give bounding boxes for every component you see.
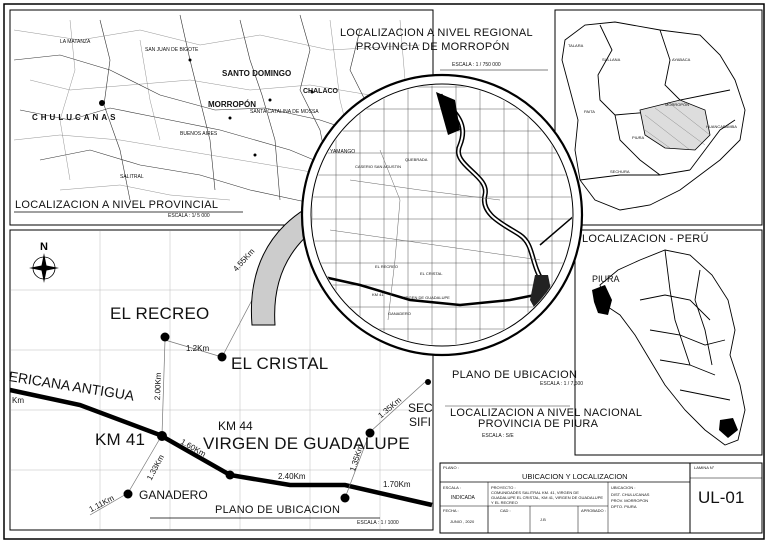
location-plan-panel: N <box>9 174 434 531</box>
regional-title-line1: LOCALIZACION A NIVEL REGIONAL <box>340 27 533 39</box>
distance-label: 2.40Km <box>278 472 306 481</box>
provincial-place-label: SANTA CATALINA DE MOSSA <box>250 109 319 115</box>
provincial-place-label: YAMANGO <box>330 149 356 155</box>
tb-fecha-label: FECHA : <box>443 508 459 513</box>
national-map-panel <box>574 229 763 456</box>
plan-scale: ESCALA : 1 / 1000 <box>357 520 399 526</box>
national-title-line1: LOCALIZACION A NIVEL NACIONAL <box>450 407 643 419</box>
place-sif: SIFI <box>409 415 432 429</box>
tb-aprobado-label: APROBADO : <box>581 508 606 513</box>
tb-proyecto-label: PROYECTO : <box>491 485 516 490</box>
regional-map-panel <box>554 9 763 226</box>
plan-title: PLANO DE UBICACION <box>215 504 341 516</box>
tb-escala-label: ESCALA : <box>443 485 461 490</box>
tb-lamina-label: LAMINA N° <box>694 465 715 470</box>
provincial-place-label: SANTO DOMINGO <box>222 69 292 78</box>
circle-place-label: GANADERO <box>388 311 411 316</box>
place-km-41: KM 41 <box>95 430 146 449</box>
distance-label: 1.2Km <box>186 344 210 353</box>
tb-dist: DIST. CHULUCANAS <box>611 492 650 497</box>
circle-scale: ESCALA : 1 / 7,500 <box>540 381 584 387</box>
title-block <box>439 462 763 534</box>
tb-cad-value: J.B <box>540 517 546 522</box>
tb-lamina-value: UL-01 <box>698 488 745 507</box>
circle-place-label: EL RECREO <box>375 264 398 269</box>
provincial-place-label: MORROPÓN <box>208 100 256 109</box>
tb-dpto: DPTO. PIURA <box>611 504 637 509</box>
circle-place-label: QUEBRADA <box>405 157 428 162</box>
tb-escala-value: INDICADA <box>451 495 475 501</box>
piura-label: PIURA <box>592 274 620 284</box>
peru-title: LOCALIZACION - PERÚ <box>582 233 709 245</box>
place-km-44: KM 44 <box>218 419 253 433</box>
provincial-place-label: BUENOS AIRES <box>180 131 218 137</box>
north-arrow-icon: N <box>29 241 59 283</box>
circle-place-label: EL CRISTAL <box>420 271 443 276</box>
detail-circle <box>300 73 584 357</box>
circle-place-label: KM 41 <box>372 292 384 297</box>
provincial-title: LOCALIZACION A NIVEL PROVINCIAL <box>15 199 219 211</box>
svg-text:N: N <box>40 241 48 253</box>
tb-fecha-value: JUNIO , 2020 <box>450 519 475 524</box>
tb-plano-value: UBICACION Y LOCALIZACION <box>522 472 628 481</box>
province-label: SECHURA <box>610 169 630 174</box>
province-label: PIURA <box>632 135 645 140</box>
provincial-place-label: SAN JUAN DE BIGOTE <box>145 47 199 53</box>
regional-title-line2: PROVINCIA DE MORROPÓN <box>356 41 510 53</box>
tb-plano-label: PLANO : <box>443 465 459 470</box>
provincial-place-label: CHULUCANAS <box>32 113 119 122</box>
province-label: TALARA <box>568 43 584 48</box>
place-virgen-de-guadalupe: VIRGEN DE GUADALUPE <box>203 434 410 453</box>
provincial-scale: ESCALA : 1/ 5 000 <box>168 213 210 219</box>
regional-scale: ESCALA : 1 / 750 000 <box>452 62 501 68</box>
national-scale: ESCALA : S/E <box>482 433 514 439</box>
national-caption <box>442 385 572 453</box>
province-label: HUANCABAMBA <box>706 124 737 129</box>
province-label: PAITA <box>584 109 595 114</box>
place-el-recreo: EL RECREO <box>110 304 210 323</box>
circle-title: PLANO DE UBICACION <box>452 369 578 381</box>
provincial-place-label: CHALACO <box>303 88 338 95</box>
distance-label: Km <box>12 396 24 405</box>
place-ganadero: GANADERO <box>139 488 208 502</box>
national-title-line2: PROVINCIA DE PIURA <box>478 418 599 430</box>
place-sec: SEC <box>408 401 433 415</box>
tb-proyecto-value: COMUNIDADES SALITRAL KM. 41, VIRGEN DE G… <box>491 490 604 505</box>
provincial-place-label: SALITRAL <box>120 174 144 180</box>
province-label: MORROPÓN <box>665 102 689 107</box>
province-label: AYABACA <box>672 57 691 62</box>
distance-label: 2.00Km <box>153 372 163 401</box>
province-label: SULLANA <box>602 57 621 62</box>
circle-place-label: VIRGEN DE GUADALUPE <box>402 295 450 300</box>
place-el-cristal: EL CRISTAL <box>231 354 329 373</box>
circle-place-label: CASERIO SAN AGUSTIN <box>355 164 402 169</box>
provincial-place-label: LA MATANZA <box>60 39 91 45</box>
distance-label: 1.70Km <box>383 480 411 489</box>
tb-ubicacion-label: UBICACION : <box>611 485 636 490</box>
tb-prov: PROV. MORROPON <box>611 498 649 503</box>
tb-cad-label: CAD : <box>500 508 511 513</box>
